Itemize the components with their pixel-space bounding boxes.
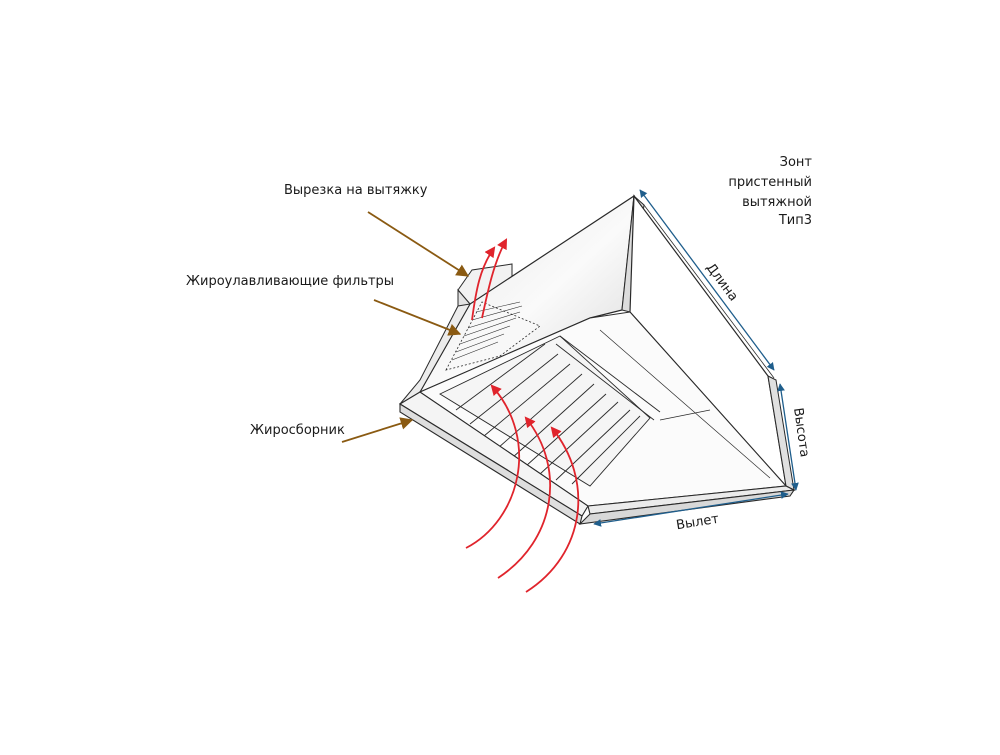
cutout-callout-arrow (367, 211, 470, 277)
collector-callout-arrow (341, 417, 414, 443)
length-dimension-arrow (639, 189, 775, 371)
airflow-arrow (481, 238, 508, 319)
interior-slats (439, 335, 661, 487)
airflow-arrow (471, 246, 496, 321)
height-dimension-arrow (777, 383, 799, 491)
title-line: вытяжной (742, 195, 812, 210)
filter-zone (445, 301, 541, 371)
filters-label: Жироулавливающие фильтры (186, 274, 395, 289)
cutout-label: Вырезка на вытяжку (284, 183, 428, 198)
title-line: Зонт (779, 155, 812, 170)
filters-callout-arrow (373, 299, 462, 336)
title-line: Тип3 (778, 213, 812, 228)
airflow-arrow (525, 426, 580, 593)
overhang-dimension-arrow (593, 491, 789, 527)
airflow-arrow (465, 384, 521, 549)
airflow-arrows (465, 238, 580, 593)
airflow-arrow (497, 416, 552, 579)
title-line: пристенный (728, 175, 812, 190)
collector-label: Жиросборник (250, 423, 345, 438)
